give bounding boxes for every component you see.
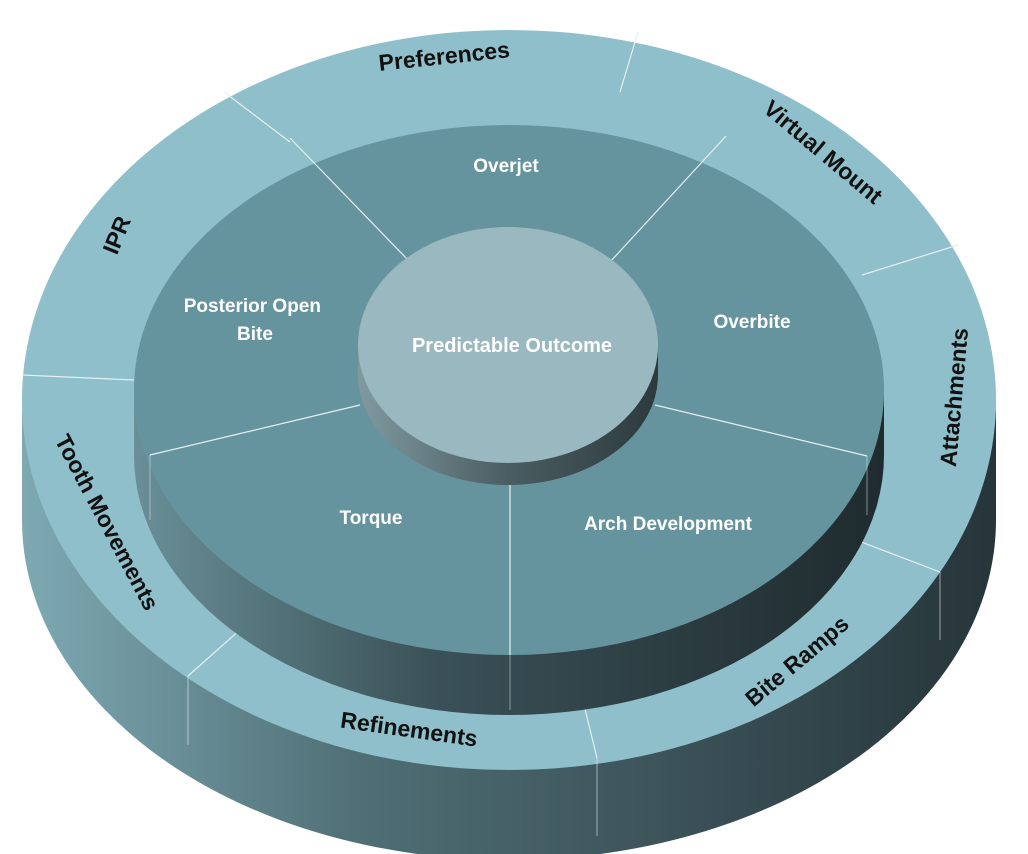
outer-ring-side: [22, 400, 996, 854]
inner-label-posterior-open-bite: Posterior Open Bite: [184, 296, 327, 345]
center-cylinder-top: [358, 227, 658, 463]
inner-ring-dividers: [149, 135, 868, 710]
center-label: Predictable Outcome: [412, 335, 612, 357]
center-cylinder-side: [358, 345, 658, 485]
inner-label-arch-development: Arch Development: [584, 514, 753, 535]
inner-label-torque: Torque: [340, 508, 403, 529]
inner-ring-side: [134, 390, 884, 715]
inner-label-posterior-open-bite-line1: Posterior Open: [184, 296, 321, 317]
inner-label-overjet: Overjet: [473, 156, 539, 177]
inner-label-overbite: Overbite: [713, 312, 790, 333]
inner-label-posterior-open-bite-line2: Bite: [237, 324, 273, 345]
outer-ring-dividers: [21, 31, 959, 836]
